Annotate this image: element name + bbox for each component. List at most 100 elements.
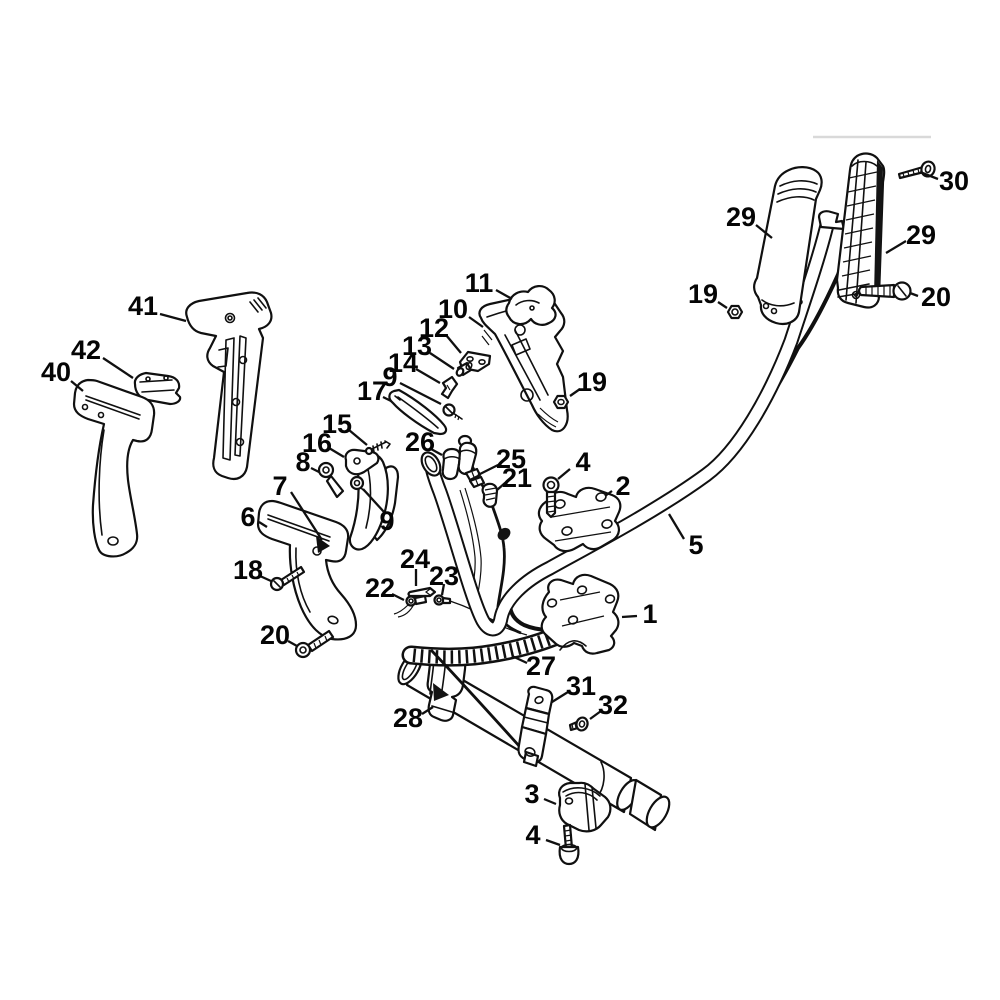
callout-label-3: 3 [524,779,539,809]
part-24-terminal [407,586,437,598]
part-26-sleeves [441,434,478,481]
part-20-screw-lower [294,629,335,659]
part-40-handle-grip [72,378,156,558]
callout-leader-15 [348,429,368,446]
part-11-switch [505,285,557,326]
callout-leader-13 [429,352,455,370]
callout-leader-11 [495,288,513,301]
callout-leader-3 [543,797,557,806]
callout-leader-26 [430,447,443,457]
callout-leader-23 [440,583,446,596]
callout-label-26: 26 [405,427,435,457]
part-15-spring-pin [364,440,391,456]
callout-label-1: 1 [642,599,657,629]
callout-label-10: 10 [438,294,468,324]
callout-label-2: 2 [615,471,630,501]
callout-label-19: 19 [577,367,607,397]
cable-to-bracket [429,649,523,749]
callout-leader-4 [557,468,571,480]
callout-leader-4 [545,838,561,847]
callout-leader-18 [259,574,272,583]
part-13-plug [455,361,473,377]
callout-leader-14 [415,368,441,384]
callout-label-13: 13 [402,331,432,361]
part-4-screw-upper [542,476,560,519]
callout-leader-9 [362,488,385,513]
part-16-lever [344,448,380,476]
part-17-spring-strip [388,388,448,436]
part-14-clip [440,375,459,400]
callout-label-12: 12 [419,313,449,343]
callout-label-30: 30 [939,166,969,196]
part-9-screw-upper [442,403,463,421]
callout-leader-16 [328,447,345,458]
callout-leader-12 [445,334,462,354]
callout-label-25: 25 [496,444,526,474]
callout-leader-1 [621,614,638,619]
cable-grommet [497,527,511,541]
callout-label-7: 7 [272,471,287,501]
callout-leader-31 [551,691,569,703]
callout-leader-28 [421,706,434,715]
part-19-nut-middle [552,394,570,410]
callout-leader-32 [589,710,602,720]
part-22-terminal [405,594,428,607]
callout-leader-6 [258,521,268,528]
part-19-nut-right [726,304,744,320]
callout-leader-20 [287,639,298,648]
callout-leader-20 [909,291,919,298]
callout-leader-7 [290,491,323,541]
part-18-screw [269,565,306,592]
callout-label-28: 28 [393,703,423,733]
part-8-lever [317,461,345,499]
callout-leader-2 [604,490,613,497]
callout-leader-25 [477,463,499,477]
callout-label-4: 4 [525,820,540,850]
callout-leader-42 [102,357,134,379]
callout-leader-8 [310,466,320,474]
part-29-grip-left [753,166,823,326]
callout-label-16: 16 [302,428,332,458]
callout-label-18: 18 [233,555,263,585]
part-31-bracket [517,685,554,768]
callout-label-20: 20 [260,620,290,650]
callout-label-19: 19 [688,279,718,309]
callout-label-32: 32 [598,690,628,720]
callout-label-6: 6 [240,502,255,532]
callout-leader-19 [717,301,728,309]
callout-leader-22 [391,592,405,602]
callout-label-9: 9 [379,506,394,536]
part-3-clamp-half [558,781,612,833]
callout-label-24: 24 [400,544,430,574]
callout-leader-21 [496,482,506,491]
callout-leader-27 [511,654,528,665]
part-23-ring-terminal [433,594,452,606]
callout-leader-17 [382,395,392,403]
callout-label-5: 5 [688,530,703,560]
callout-label-42: 42 [71,335,101,365]
callout-leader-29 [885,240,907,254]
callout-leader-40 [70,380,84,392]
part-32-screw [568,716,589,732]
callout-label-8: 8 [295,447,310,477]
callout-label-15: 15 [322,409,352,439]
callout-label-29: 29 [726,202,756,232]
callout-label-23: 23 [429,561,459,591]
callout-label-11: 11 [465,268,494,298]
callout-label-22: 22 [365,573,395,603]
part-1-clamp-lower [540,573,620,655]
callout-label-29: 29 [906,220,936,250]
callout-label-17: 17 [357,376,387,406]
part-4-screw-bottom [558,823,580,866]
callout-leader-10 [468,316,484,328]
drive-shaft-tube [397,649,671,832]
callout-label-9: 9 [382,362,397,392]
part-29-grip-right [835,152,886,309]
callout-leader-41 [159,312,187,323]
callout-leader-29 [755,224,773,239]
part-2-clamp-upper [537,486,622,553]
callout-label-14: 14 [388,348,418,378]
